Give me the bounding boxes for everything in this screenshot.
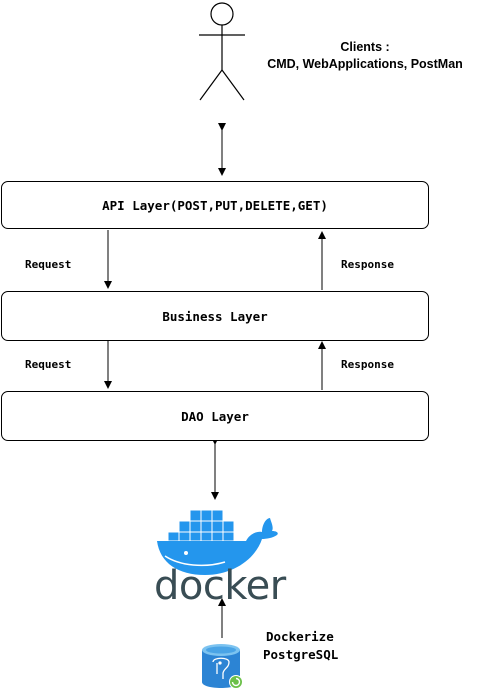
api-layer-box: API Layer(POST,PUT,DELETE,GET) [1,181,429,229]
response-label-2: Response [341,358,394,371]
docker-whale-icon [157,509,278,575]
db-label-line1: Dockerize [266,629,334,644]
dao-layer-box: DAO Layer [1,391,429,441]
clients-title: Clients : [340,40,390,54]
response-label-1: Response [341,258,394,271]
docker-logo-text: docker [154,563,286,609]
clients-subtitle: CMD, WebApplications, PostMan [267,57,463,71]
business-layer-box: Business Layer [1,291,429,341]
request-label-2: Request [25,358,72,371]
db-label-line2: PostgreSQL [263,647,339,662]
postgresql-database-icon [202,644,243,689]
request-label-1: Request [25,258,72,271]
client-actor-icon [199,2,245,101]
